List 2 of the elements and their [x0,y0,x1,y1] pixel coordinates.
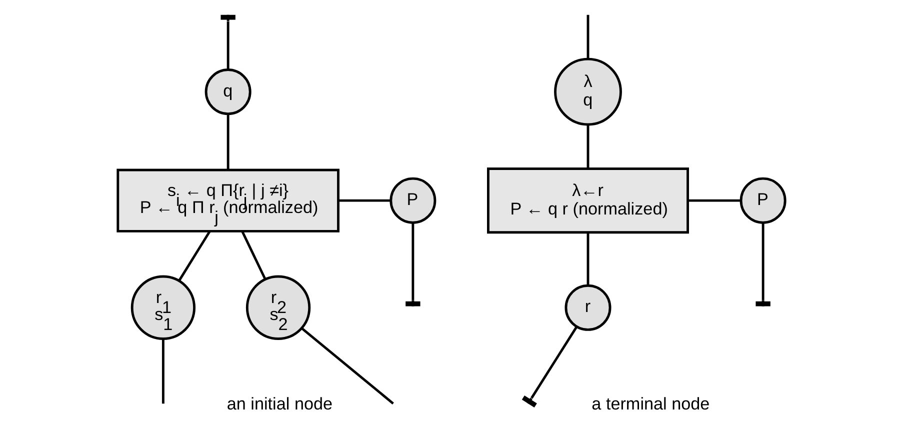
label: a terminal node [592,393,710,414]
label: an initial node [226,393,333,414]
